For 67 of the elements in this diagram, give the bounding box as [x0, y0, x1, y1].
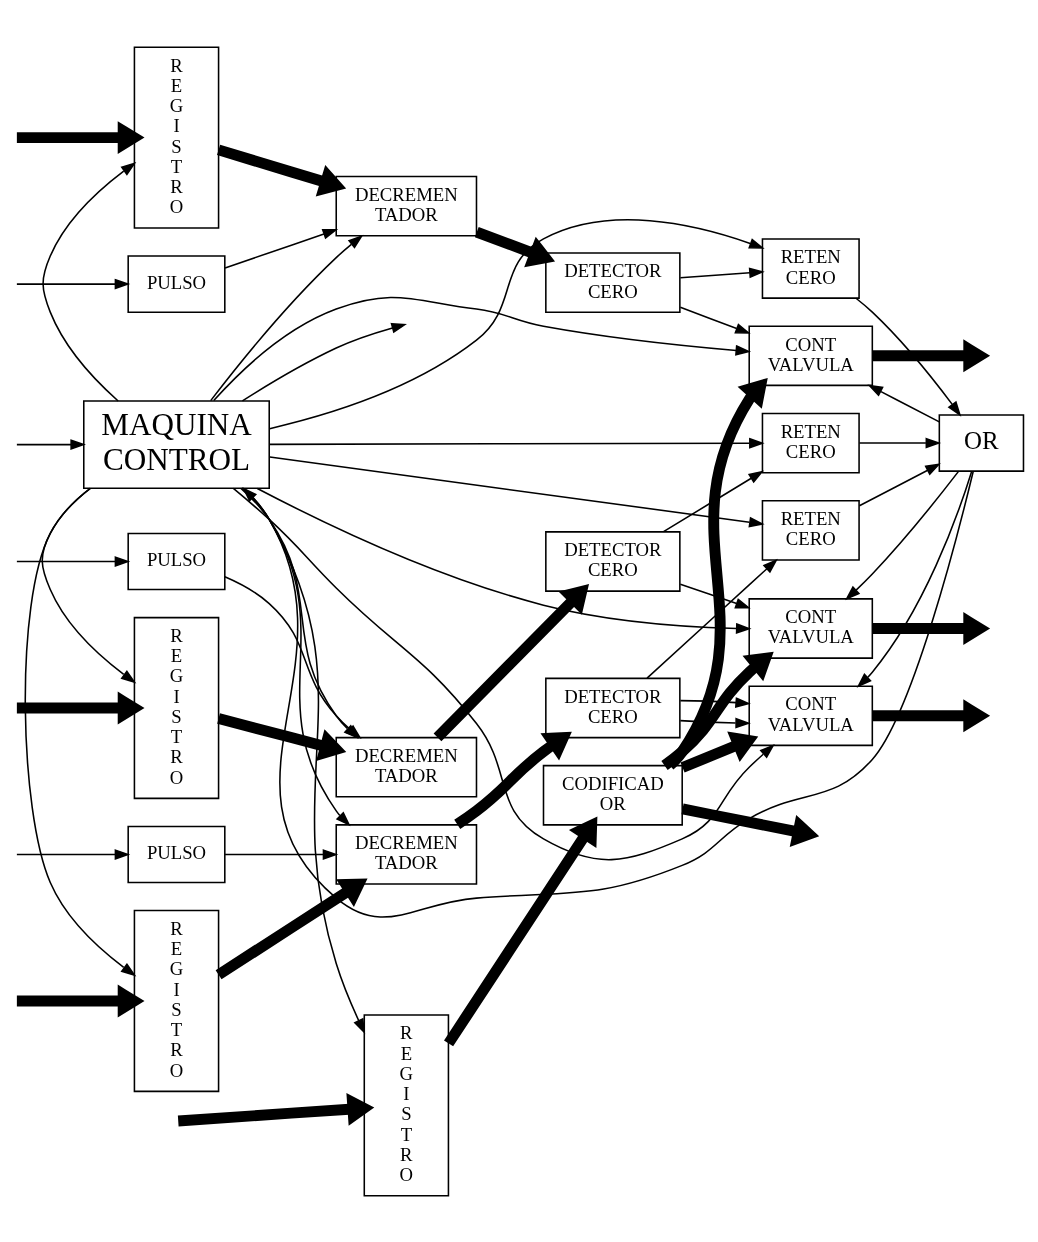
arrow	[474, 226, 556, 267]
node-box: PULSO	[127, 825, 226, 883]
arrow	[856, 470, 973, 688]
arrow	[858, 462, 941, 507]
arrow	[24, 487, 137, 977]
arrow	[661, 651, 774, 770]
arrow	[679, 582, 751, 608]
node-box: PULSO	[127, 532, 226, 590]
arrow	[224, 848, 339, 860]
arrow	[241, 322, 407, 402]
arrow	[16, 438, 86, 450]
node-box: DECREMEN TADOR	[335, 175, 478, 237]
node-box: DETECTOR CERO	[545, 251, 681, 313]
node-box: MAQUINA CONTROL	[83, 399, 270, 489]
node-box: RETEN CERO	[761, 412, 860, 473]
arrow	[16, 848, 131, 860]
node-box: DECREMEN TADOR	[335, 736, 478, 798]
arrow	[646, 558, 778, 679]
arrow	[845, 469, 960, 600]
node-box: PULSO	[127, 254, 226, 313]
arrow	[256, 487, 752, 634]
arrow	[679, 696, 751, 708]
arrow	[209, 234, 364, 401]
arrow	[662, 470, 765, 532]
arrow	[872, 611, 991, 645]
arrow	[268, 218, 765, 429]
node-box: REGISTRO	[133, 909, 220, 1092]
node-box: REGISTRO	[133, 616, 220, 799]
node-box: REGISTRO	[133, 45, 220, 229]
node-box: RETEN CERO	[761, 237, 860, 299]
arrow	[681, 803, 820, 847]
arrow	[269, 437, 765, 449]
arrow	[42, 161, 137, 402]
arrow	[444, 815, 598, 1046]
node-box: CONT VALVULA	[748, 684, 874, 746]
arrow	[224, 228, 339, 269]
arrow	[16, 120, 145, 154]
arrow	[212, 296, 752, 401]
node-box: CONT VALVULA	[748, 597, 874, 659]
arrow	[16, 691, 145, 724]
node-box: CONT VALVULA	[748, 324, 874, 386]
arrow	[872, 338, 991, 372]
arrow	[269, 455, 765, 528]
node-box: DECREMEN TADOR	[335, 823, 478, 885]
arrow	[217, 144, 347, 196]
arrow	[680, 731, 759, 772]
arrow	[858, 437, 942, 449]
arrow	[867, 384, 941, 423]
node-box: DETECTOR CERO	[545, 530, 681, 592]
arrow	[679, 266, 765, 279]
arrow	[16, 278, 131, 290]
arrow	[679, 306, 751, 334]
node-box: OR	[938, 413, 1025, 472]
node-box: CODIFICAD OR	[542, 764, 683, 826]
node-box: DETECTOR CERO	[545, 677, 681, 738]
node-box: REGISTRO	[363, 1013, 450, 1197]
arrow	[679, 717, 751, 729]
arrow	[855, 296, 962, 417]
arrow	[16, 984, 145, 1017]
arrow	[177, 1092, 375, 1126]
arrow	[215, 878, 368, 979]
node-box: RETEN CERO	[761, 499, 860, 561]
arrow	[433, 583, 590, 741]
arrow	[872, 698, 991, 732]
arrow	[454, 731, 572, 829]
arrow	[16, 555, 131, 567]
arrow	[217, 712, 347, 761]
